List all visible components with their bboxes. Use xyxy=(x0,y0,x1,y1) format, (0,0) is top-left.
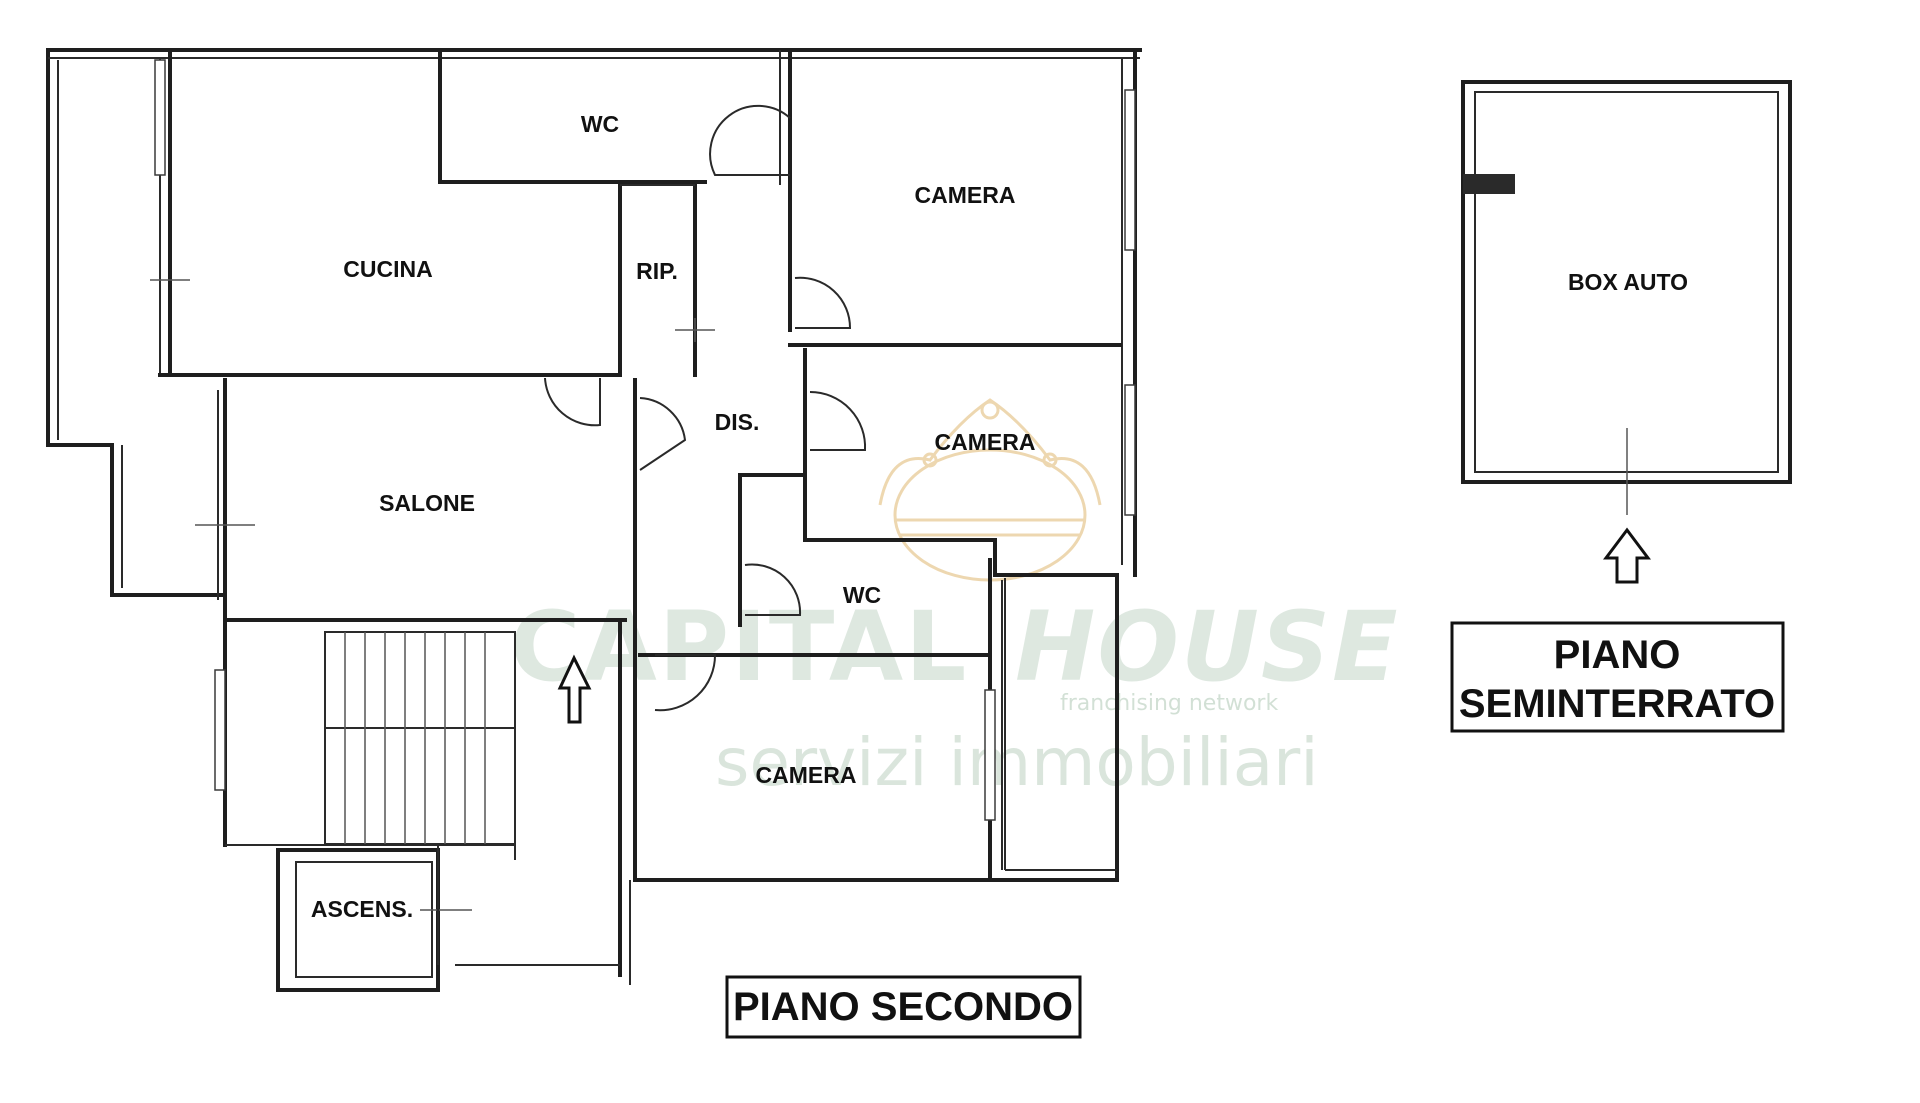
piano-seminterrato-plan: BOX AUTO PIANO SEMINTERRATO xyxy=(1450,80,1792,733)
balcony-left-outline xyxy=(46,48,227,597)
room-label-camera-1: CAMERA xyxy=(915,182,1016,208)
door-wc-mid xyxy=(744,563,802,616)
door-camera2 xyxy=(809,390,867,451)
box-auto-pillar xyxy=(1463,174,1515,194)
piano-seminterrato-title-line2: SEMINTERRATO xyxy=(1459,682,1775,726)
watermark-brand-house: HOUSE xyxy=(1015,591,1400,703)
piano-secondo-title: PIANO SECONDO xyxy=(733,985,1073,1029)
balcony-right-outline xyxy=(633,573,1119,882)
door-salone xyxy=(544,377,601,427)
door-camera3 xyxy=(654,654,717,712)
room-label-salone: SALONE xyxy=(379,490,475,516)
window-stair xyxy=(214,669,226,791)
door-camera1 xyxy=(794,276,852,329)
window-cucina xyxy=(154,59,166,176)
watermark-services: servizi immobiliari xyxy=(715,724,1319,801)
door-wc-top xyxy=(709,104,791,176)
windows xyxy=(154,59,1136,821)
room-label-ascens: ASCENS. xyxy=(311,896,413,922)
piano-secondo-frame xyxy=(725,975,1082,1039)
stair-outline xyxy=(324,631,516,845)
arrow-up-icon-box xyxy=(1603,527,1651,584)
watermark-tagline: franchising network xyxy=(1060,691,1278,716)
arrow-up-icon xyxy=(557,654,592,724)
room-label-box-auto: BOX AUTO xyxy=(1568,269,1688,295)
watermark: CAPITAL HOUSE franchising network serviz… xyxy=(510,398,1400,801)
piano-seminterrato-frame xyxy=(1450,621,1785,733)
door-dis xyxy=(639,397,687,471)
staircase xyxy=(225,631,516,860)
door-swings xyxy=(544,104,867,712)
piano-seminterrato-title-box: PIANO SEMINTERRATO xyxy=(1450,621,1785,733)
window-camera1 xyxy=(1124,89,1136,251)
stair-treads xyxy=(344,632,486,844)
window-camera2 xyxy=(1124,384,1136,516)
room-label-camera-3: CAMERA xyxy=(756,762,857,788)
piano-secondo-plan: WC CAMERA CUCINA RIP. DIS. CAMERA SALONE… xyxy=(46,48,1142,1039)
elevator-inner xyxy=(295,861,433,978)
room-label-rip: RIP. xyxy=(636,258,678,284)
room-label-dis: DIS. xyxy=(715,409,760,435)
room-label-wc-top: WC xyxy=(581,111,619,137)
room-label-camera-2: CAMERA xyxy=(935,429,1036,455)
window-camera3 xyxy=(984,689,996,821)
room-label-cucina: CUCINA xyxy=(343,256,432,282)
room-label-wc-mid: WC xyxy=(843,582,881,608)
crown-logo-icon xyxy=(878,398,1102,582)
piano-secondo-title-box: PIANO SECONDO xyxy=(725,975,1082,1039)
piano-seminterrato-title-line1: PIANO xyxy=(1554,633,1681,677)
